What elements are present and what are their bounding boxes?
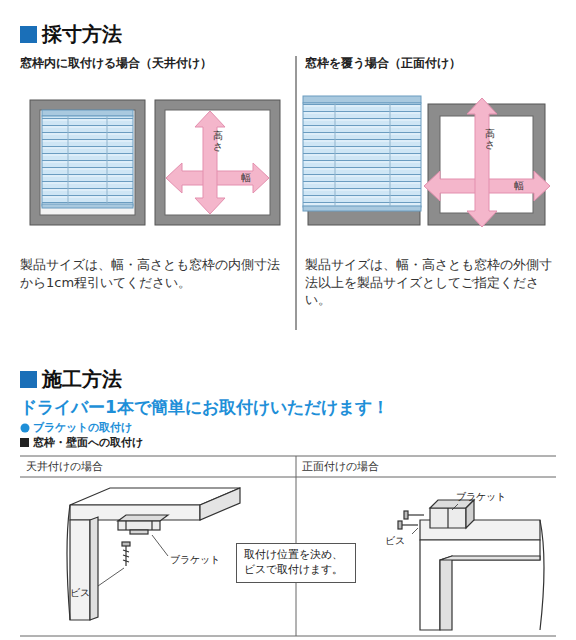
face-mount-drawing <box>398 500 544 630</box>
ceiling-mount-drawing <box>67 488 240 620</box>
table-grid <box>20 456 556 636</box>
part-name: ビス <box>70 586 90 599</box>
leader-line <box>412 504 458 534</box>
measure-outside-frame <box>424 98 550 227</box>
callout-box: 取付け位置を決め、ビスで取付けます。 <box>236 543 356 583</box>
note-text: 製品サイズは、幅・高さとも窓枠の内側寸法から1cm程引いてください。 <box>20 256 286 291</box>
dimension-label: 幅 <box>241 171 251 184</box>
part-name: ビス <box>385 534 405 547</box>
sub-heading: 窓枠内に取付ける場合（天井付け） <box>20 56 212 72</box>
dimension-label: 高さ <box>485 128 495 150</box>
sub-heading: ブラケットの取付け <box>33 421 132 435</box>
table-header-cell: 正面付けの場合 <box>302 460 379 474</box>
callout-text: 取付け位置を決め、ビスで取付けます。 <box>244 548 348 578</box>
dimension-label: 高さ <box>213 130 223 152</box>
divider-line <box>296 56 297 330</box>
sub-heading: 窓枠を覆う場合（正面付け） <box>305 56 461 72</box>
heading-square <box>20 371 37 388</box>
heading-square <box>20 26 37 43</box>
dimension-label: 幅 <box>514 179 524 192</box>
section-heading: 採寸方法 <box>42 21 122 47</box>
blind-inside-frame <box>30 100 145 225</box>
table-header-cell: 天井付けの場合 <box>26 460 103 474</box>
lead-text: ドライバー1本で簡単にお取付けいただけます！ <box>20 396 389 418</box>
bullet-square <box>20 438 29 447</box>
sub-heading: 窓枠・壁面への取付け <box>33 436 143 450</box>
bullet-dot <box>21 424 30 433</box>
note-text: 製品サイズは、幅・高さとも窓枠の外側寸法以上を製品サイズとしてご指定ください。 <box>305 256 563 309</box>
blind-covering-frame <box>303 96 421 225</box>
section-heading: 施工方法 <box>42 366 122 392</box>
measure-inside-frame <box>155 100 280 225</box>
leader-line <box>98 535 168 586</box>
part-name: ブラケット <box>456 490 506 503</box>
part-name: ブラケット <box>170 553 220 566</box>
